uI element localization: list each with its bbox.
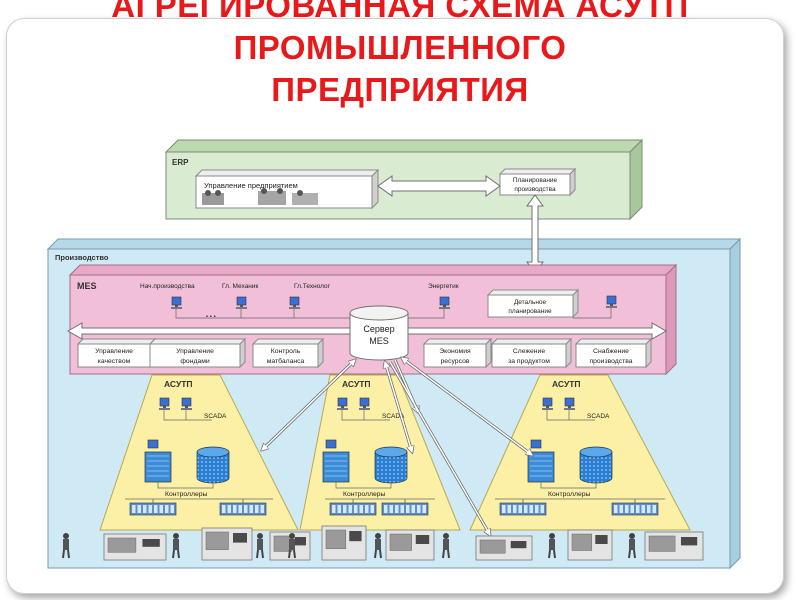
asutp-label: АСУТП xyxy=(342,379,371,389)
mes-module-line2: качеством xyxy=(98,358,131,365)
mes-module-box: Экономия ресурсов xyxy=(422,337,493,369)
title-line-1: АГРЕГИРОВАННАЯ СХЕМА АСУТП xyxy=(111,0,689,24)
worker-icon xyxy=(62,533,70,559)
computer-icon xyxy=(181,397,192,410)
role-label: Гл. Механик xyxy=(222,283,259,290)
plc-controller-icon xyxy=(499,499,547,516)
server-line2: MES xyxy=(369,336,389,346)
erp-management-label: Управление предприятием xyxy=(204,181,298,190)
mes-module-line2: за продуктом xyxy=(508,358,550,365)
mes-module-line2: фондами xyxy=(180,358,210,365)
shop-floor-row xyxy=(62,525,704,561)
plc-controller-icon xyxy=(611,499,659,516)
computer-icon xyxy=(606,295,617,308)
plc-controller-icon xyxy=(129,499,177,516)
detailed-line2: планирование xyxy=(508,308,552,315)
server-rack-icon xyxy=(527,439,555,483)
controllers-label: Контроллеры xyxy=(343,491,386,498)
worker-icon xyxy=(442,533,450,559)
people-icon xyxy=(202,190,224,205)
worker-icon xyxy=(256,533,264,559)
title-line-2: ПРОМЫШЛЕННОГО xyxy=(233,29,567,66)
asutp-pyramids: АСУТП SCADA Контроллеры АСУТП SCADA Контролле… xyxy=(99,374,691,531)
erp-planning-box: Планирование производства xyxy=(498,167,577,197)
mes-module-line1: Управление xyxy=(95,348,133,355)
mes-module-box: Слежение за продуктом xyxy=(490,337,573,369)
mes-module-box: Контроль матбаланса xyxy=(251,337,325,369)
mes-module-box: Управление качеством xyxy=(76,337,157,369)
mes-label: MES xyxy=(77,281,97,291)
computer-icon xyxy=(289,296,300,309)
erp-label: ERP xyxy=(172,158,189,167)
computer-icon xyxy=(564,397,575,410)
mes-module-line1: Слежение xyxy=(513,348,545,355)
server-line1: Сервер xyxy=(363,324,394,334)
worker-icon xyxy=(172,533,180,559)
controllers-label: Контроллеры xyxy=(548,491,591,498)
server-rack-icon xyxy=(144,439,172,483)
server-link-arrows-inner xyxy=(261,357,533,536)
desk-icon xyxy=(292,190,318,205)
mes-module-box: Снабжение производства xyxy=(574,337,653,369)
machine-tool-icon xyxy=(201,527,253,561)
machine-tool-icon xyxy=(321,525,367,561)
asutp-pyramid: АСУТП SCADA Контроллеры xyxy=(99,374,299,531)
workstation-icons xyxy=(171,295,617,319)
erp-planning-line1: Планирование xyxy=(513,177,558,184)
mes-module-line1: Управление xyxy=(176,348,214,355)
mes-module-box: Управление фондами xyxy=(148,337,247,369)
slide-frame xyxy=(6,18,784,594)
mes-module-line1: Экономия xyxy=(439,348,471,355)
worker-icon xyxy=(374,533,382,559)
computer-icon xyxy=(337,397,348,410)
title-line-3: ПРЕДПРИЯТИЯ xyxy=(271,71,529,108)
asutp-label: АСУТП xyxy=(164,379,193,389)
scada-label: SCADA xyxy=(587,413,610,420)
mes-server: Сервер MES xyxy=(349,305,409,361)
detailed-line1: Детальное xyxy=(514,299,547,306)
mes-module-line2: ресурсов xyxy=(441,358,470,365)
plc-controller-icon xyxy=(219,499,267,516)
plc-controller-icon xyxy=(381,499,429,516)
asutp-label: АСУТП xyxy=(552,379,581,389)
computer-icon xyxy=(542,397,553,410)
computer-icon xyxy=(159,397,170,410)
controllers-label: Контроллеры xyxy=(165,491,208,498)
computer-icon xyxy=(439,296,450,309)
mes-ellipsis: ... xyxy=(205,304,217,320)
worker-icon xyxy=(628,533,636,559)
mes-module-line1: Контроль xyxy=(271,348,301,355)
role-label: Энергетик xyxy=(428,283,459,290)
mes-module-line2: матбаланса xyxy=(267,357,305,365)
machine-tool-icon xyxy=(103,533,167,561)
computer-icon xyxy=(171,296,182,309)
storage-array-icon xyxy=(579,446,613,484)
worker-icon xyxy=(288,533,296,559)
storage-array-icon xyxy=(196,446,230,484)
erp-block: ERP Управление предприятием xyxy=(164,138,644,221)
erp-double-arrow xyxy=(377,175,501,197)
mes-module-line1: Снабжение xyxy=(593,347,629,355)
machine-tool-icon xyxy=(475,535,533,561)
production-label: Производство xyxy=(55,253,109,262)
role-label: Гл.Технолог xyxy=(294,283,331,290)
storage-array-icon xyxy=(374,446,408,484)
machine-tool-icon xyxy=(644,531,704,561)
computer-icon xyxy=(236,296,247,309)
meeting-icon xyxy=(258,188,286,205)
worker-icon xyxy=(548,533,556,559)
machine-tool-icon xyxy=(567,529,613,561)
erp-planning-line2: производства xyxy=(514,186,556,193)
mes-module-line2: производства xyxy=(589,358,632,365)
machine-tool-icon xyxy=(385,529,435,561)
plc-controller-icon xyxy=(329,499,377,516)
role-label: Нач.производства xyxy=(140,283,195,290)
computer-icon xyxy=(359,397,370,410)
detailed-planning-box: Детальное планирование xyxy=(486,288,580,319)
scada-label: SCADA xyxy=(204,413,227,420)
erp-management-box: Управление предприятием xyxy=(194,168,380,210)
